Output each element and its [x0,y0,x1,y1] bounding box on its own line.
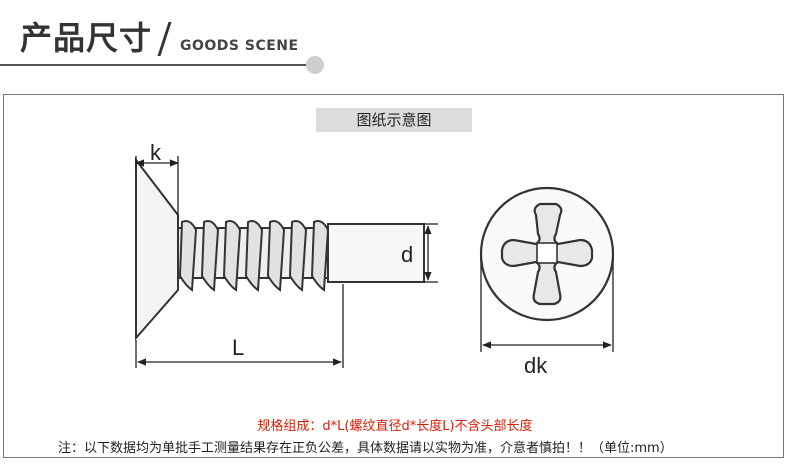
measurement-note: 注：以下数据均为单批手工测量结果存在正负公差，具体数据请以实物为准，介意者慎拍！… [58,441,673,456]
dimension-k [135,156,179,215]
header-underline [0,64,312,66]
dim-dk-label: dk [524,353,548,378]
page-subtitle: GOODS SCENE [180,38,299,54]
spec-description: 规格组成：d*L(螺纹直径d*长度L)不含头部长度 [257,419,533,434]
page-title: 产品尺寸 [20,19,153,57]
drawing-label: 图纸示意图 [316,108,472,132]
dimension-dk [480,258,614,352]
header-dot [306,56,324,74]
screw-threads [178,220,330,292]
dimension-d [424,223,438,283]
dim-d-label: d [401,242,413,267]
screw-head-view [479,186,615,322]
dim-L-label: L [232,335,244,360]
dimension-L [135,284,344,368]
dim-k-label: k [150,140,162,165]
drawing-frame [3,94,784,458]
